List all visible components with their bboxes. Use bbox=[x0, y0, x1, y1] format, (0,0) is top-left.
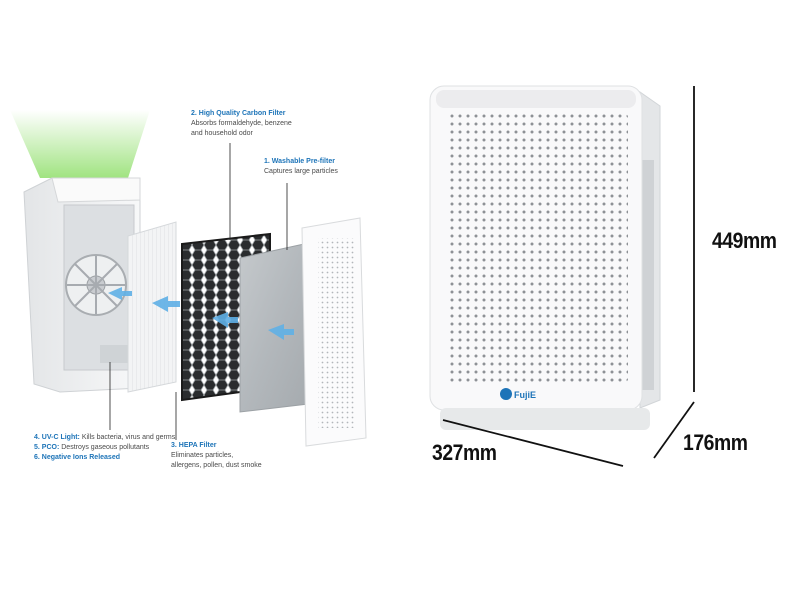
carbon-filter-callout: 2. High Quality Carbon Filter Absorbs fo… bbox=[191, 110, 292, 137]
purifier-front-view: FujiE bbox=[429, 85, 661, 430]
pre-filter-callout: 1. Washable Pre-filter Captures large pa… bbox=[264, 158, 338, 175]
uvc-callout: 4. UV-C Light: Kills bacteria, virus and… bbox=[34, 434, 176, 461]
front-grille bbox=[446, 114, 628, 382]
airflow-arrows bbox=[108, 287, 294, 340]
pre-filter-panel bbox=[127, 221, 177, 393]
width-dimension-label: 327mm bbox=[432, 440, 497, 465]
depth-dimension-label: 176mm bbox=[683, 430, 748, 455]
brand-logo: FujiE bbox=[500, 388, 536, 400]
dimension-lines bbox=[442, 86, 695, 467]
hepa-filter-callout: 3. HEPA Filter Eliminates particles, all… bbox=[171, 442, 262, 469]
air-outflow-glow bbox=[10, 110, 150, 178]
svg-text:FujiE: FujiE bbox=[514, 390, 536, 400]
fan bbox=[65, 254, 127, 316]
exploded-view bbox=[10, 110, 367, 447]
height-dimension-label: 449mm bbox=[712, 228, 777, 253]
